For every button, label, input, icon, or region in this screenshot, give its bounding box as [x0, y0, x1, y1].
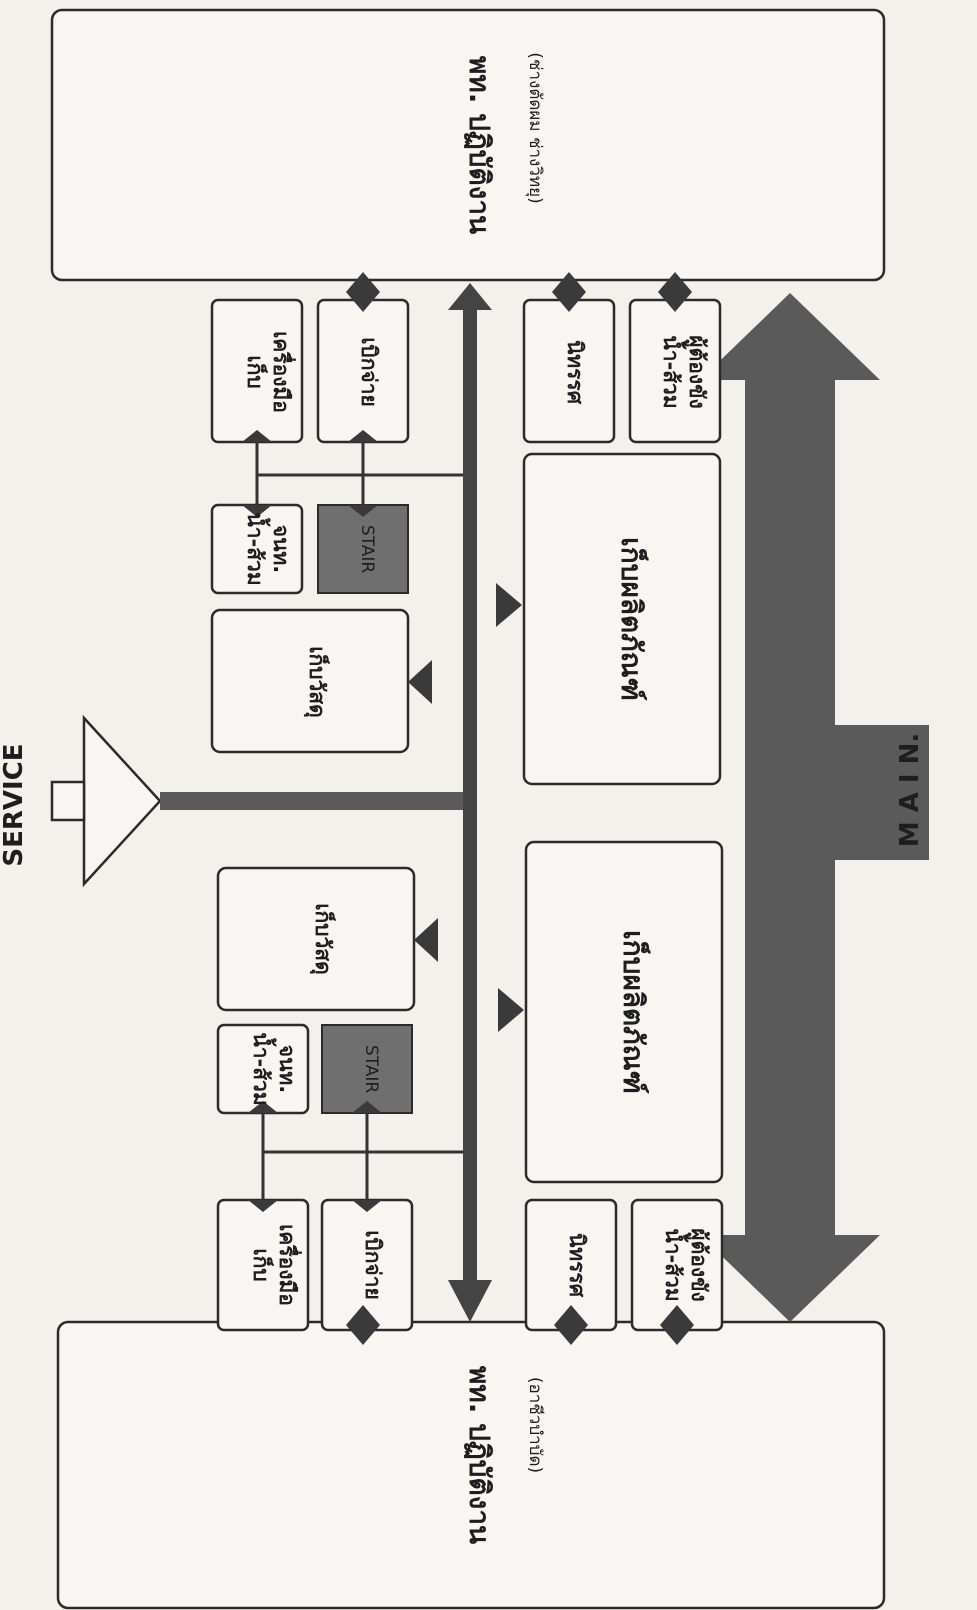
central-corridor-line	[463, 310, 477, 1280]
dept-top-title: พท. ปฏิบัติงาน	[463, 56, 496, 234]
toilet-top-label-2: จนท.	[269, 525, 293, 573]
toilet-bottom-label-2: จนท.	[275, 1045, 299, 1093]
service-label: SERVICE	[0, 743, 29, 866]
dispense-top-label: เบิกจ่าย	[357, 337, 381, 407]
tool-store-top-label-2: เครื่องมือ	[269, 331, 297, 413]
material-bottom-label: เก็บวัสดุ	[309, 903, 337, 974]
inmate-toilet-bottom-label-1: น้ำ-ส้วม	[661, 1228, 689, 1301]
dept-top-subtitle: (ช่างตัดผม ช่างวิทยุ)	[525, 52, 545, 203]
service-corridor-bar	[160, 792, 463, 810]
inmate-toilet-top-label-1: น้ำ-ส้วม	[659, 335, 687, 408]
product-bottom-label: เก็บผลิตภัณฑ์	[617, 930, 651, 1094]
exhibit-bottom-label: นิทรรศ	[565, 1233, 589, 1298]
corridor-arrow-top	[448, 283, 492, 310]
dept-bottom-subtitle: (อาชีวบำบัด)	[525, 1377, 545, 1473]
toilet-top-label-1: น้ำ-ส้วม	[243, 512, 271, 585]
exhibit-top-label: นิทรรศ	[563, 340, 587, 405]
stair-top-label: STAIR	[357, 525, 377, 573]
arrow-to-product-top	[496, 583, 522, 627]
dept-bottom-title: พท. ปฏิบัติงาน	[463, 1366, 496, 1544]
inmate-toilet-top-label-2: ผู้ต้องขัง	[683, 335, 709, 408]
main-label: M A I N.	[895, 733, 925, 847]
product-top-label: เก็บผลิตภัณฑ์	[615, 537, 649, 701]
toilet-bottom-label-1: น้ำ-ส้วม	[249, 1032, 277, 1105]
tool-store-top-label-1: เก็บ	[243, 355, 269, 388]
tool-store-bottom-label-1: เก็บ	[249, 1248, 275, 1281]
stair-bottom-label: STAIR	[361, 1045, 381, 1093]
arrow-to-material-top	[408, 660, 432, 704]
service-arrow-stem	[52, 782, 84, 820]
corridor-arrow-bottom	[448, 1280, 492, 1322]
service-arrow-head	[84, 718, 160, 884]
tool-store-bottom-label-2: เครื่องมือ	[275, 1224, 303, 1306]
arrow-to-product-bottom	[498, 988, 524, 1032]
material-top-label: เก็บวัสดุ	[303, 646, 331, 717]
arrow-to-material-bottom	[414, 918, 438, 962]
dispense-bottom-label: เบิกจ่าย	[361, 1230, 385, 1300]
inmate-toilet-bottom-label-2: ผู้ต้องขัง	[685, 1228, 711, 1301]
